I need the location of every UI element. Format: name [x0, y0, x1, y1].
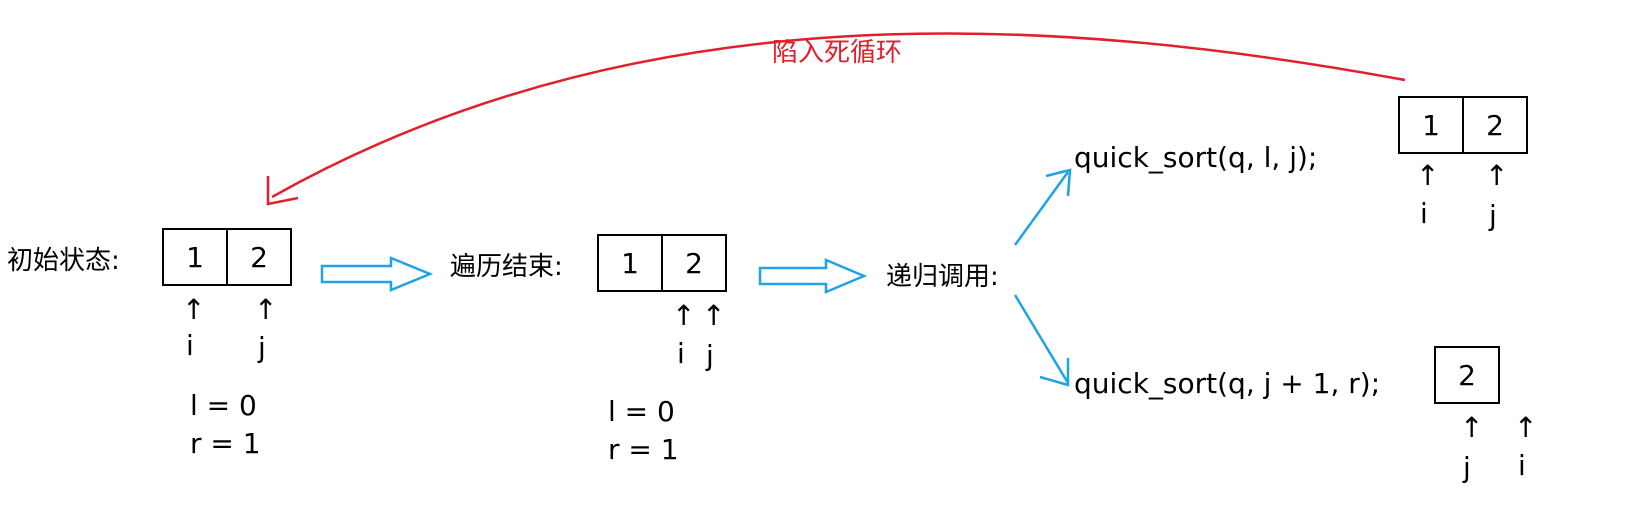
- call-bottom-pointer-i-arrow: ↑: [1514, 411, 1538, 444]
- call-bottom-cell-0: 2: [1434, 346, 1500, 404]
- stage2-pointer-j: j: [706, 339, 714, 372]
- stage1-pointer-j-arrow: ↑: [254, 293, 278, 326]
- stage1-r-value: r = 1: [190, 427, 261, 460]
- call-bottom-pointer-j: j: [1463, 451, 1471, 484]
- call-top-cell-1: 2: [1462, 96, 1528, 154]
- stage2-pointer-i-arrow: ↑: [672, 299, 696, 332]
- branch-arrowhead-up: [1045, 168, 1072, 197]
- stage1-cell-1: 2: [226, 228, 292, 286]
- flow-arrow-2: [758, 258, 868, 294]
- stage3-label: 递归调用:: [886, 262, 999, 292]
- stage1-pointer-j: j: [258, 331, 266, 364]
- loop-arrow: [271, 32, 1406, 199]
- stage2-cell-0: 1: [597, 234, 663, 292]
- stage2-pointer-j-arrow: ↑: [702, 299, 726, 332]
- stage2-pointer-i: i: [677, 337, 685, 370]
- loop-label: 陷入死循环: [772, 38, 903, 68]
- call-top-code: quick_sort(q, l, j);: [1074, 141, 1318, 174]
- stage2-label: 遍历结束:: [450, 252, 563, 282]
- stage1-label: 初始状态:: [7, 246, 120, 276]
- stage1-cell-0: 1: [162, 228, 228, 286]
- stage2-l-value: l = 0: [608, 395, 675, 428]
- branch-arrowhead-down: [1039, 358, 1070, 387]
- stage1-l-value: l = 0: [190, 389, 257, 422]
- stage2-r-value: r = 1: [608, 433, 679, 466]
- flow-arrow-1: [320, 256, 434, 292]
- call-bottom-pointer-i: i: [1518, 449, 1526, 482]
- stage1-pointer-i: i: [186, 329, 194, 362]
- stage1-pointer-i-arrow: ↑: [182, 293, 206, 326]
- call-top-pointer-i-arrow: ↑: [1416, 159, 1440, 192]
- call-top-cell-0: 1: [1398, 96, 1464, 154]
- call-top-pointer-j-arrow: ↑: [1485, 159, 1509, 192]
- branch-arrow-up: [1013, 171, 1070, 246]
- call-bottom-pointer-j-arrow: ↑: [1460, 411, 1484, 444]
- loop-arrowhead: [266, 176, 299, 206]
- stage2-cell-1: 2: [661, 234, 727, 292]
- call-bottom-code: quick_sort(q, j + 1, r);: [1074, 367, 1381, 400]
- call-top-pointer-j: j: [1489, 199, 1497, 232]
- branch-arrow-down: [1013, 294, 1070, 384]
- call-top-pointer-i: i: [1420, 197, 1428, 230]
